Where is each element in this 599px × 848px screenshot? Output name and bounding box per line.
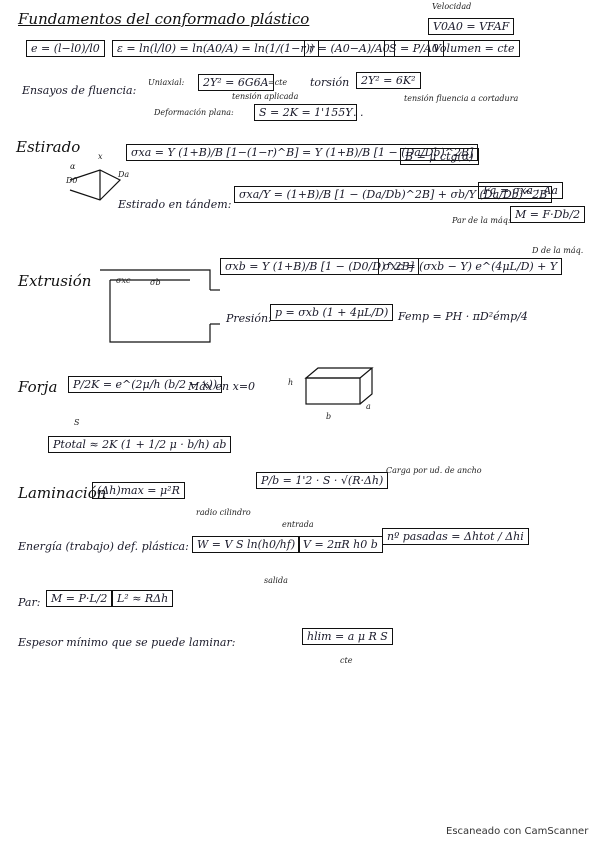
fem-formula: Femp = PH · πD²émp/4 — [398, 310, 528, 323]
torsion-label: torsión — [310, 76, 350, 89]
diagram-b0: D0 — [66, 176, 78, 185]
extrusion-b-formula: σxb = Y (1+B)/B [1 − (D0/D)^2B] — [220, 258, 419, 275]
page-title: Fundamentos del conformado plástico — [18, 10, 310, 28]
diagram-alpha: α — [70, 162, 76, 171]
cte-note: cte — [340, 656, 353, 665]
energia-label: Energía (trabajo) def. plástica: — [18, 540, 189, 553]
forja-total-formula: Ptotal ≈ 2K (1 + 1/2 μ · b/h) ab — [48, 436, 232, 453]
presion-formula: p = σxb (1 + 4μL/D) — [270, 304, 394, 321]
p-formula: P/b = 1'2 · S · √(R·Δh) — [256, 472, 389, 489]
reduction-formula: r = (A0−A)/A0 — [304, 40, 395, 57]
true-strain-formula: ε = ln(l/l0) = ln(A0/A) = ln(1/(1−r)) — [112, 40, 320, 57]
par-formula: M = P·L/2 — [46, 590, 113, 607]
deformacion-formula: S = 2K = 1'155Y — [254, 104, 358, 121]
diagram-sxb: σb — [150, 278, 161, 287]
tension-aplicada-note: tensión aplicada — [232, 92, 299, 101]
strain-formula: e = (l−l0)/l0 — [26, 40, 105, 57]
pasadas-formula: Δhtot / Δhi — [464, 530, 524, 543]
uniaxial-formula: 2Y² = 6G6A — [198, 74, 274, 91]
estirado-label: Estirado — [16, 138, 81, 156]
pasadas-box: nº pasadas = Δhtot / Δhi — [382, 528, 529, 545]
forja-max-note: Máx en x=0 — [188, 380, 256, 393]
extrusion-label: Extrusión — [18, 272, 92, 290]
volume-formula: Volumen = cte — [428, 40, 520, 57]
ellipsis: . . . — [346, 106, 364, 119]
uniaxial-label: Uniaxial: — [148, 78, 185, 87]
l-formula: L² ≈ RΔh — [112, 590, 174, 607]
energia-formula: W = V S ln(h0/hf) — [192, 536, 301, 553]
espesor-label: Espesor mínimo que se puede laminar: — [18, 636, 236, 649]
laminacion-label: Laminación — [18, 484, 107, 502]
stress-formula: S = P/A0 — [384, 40, 444, 57]
extrusion-diagram — [100, 269, 220, 343]
diagram-sxc: σxc — [116, 276, 131, 285]
forja-s-note: S — [74, 418, 80, 427]
flow-formula: V0A0 = VFAF — [428, 18, 515, 35]
diagram-da: Da — [118, 170, 130, 179]
dim-h: h — [288, 378, 294, 387]
estirado-diagram — [69, 169, 122, 201]
m-formula: M = F·Db/2 — [510, 206, 586, 223]
pasadas-label: nº pasadas = — [387, 530, 461, 543]
forja-label: Forja — [18, 378, 58, 396]
forja-formula: P/2K = e^(2μ/h (b/2 − x)) — [68, 376, 223, 393]
radio-note: radio cilindro — [196, 508, 251, 517]
fa-formula: Fa = σxa · Aa — [478, 182, 563, 199]
b-formula: B = μ ctg(α) — [400, 148, 479, 165]
diametro-note: D de la máq. — [532, 246, 584, 255]
deformacion-label: Deformación plana: — [154, 108, 234, 117]
par-label: Par: — [18, 596, 41, 609]
extrusion-c-formula: σxc = (σxb − Y) e^(4μL/D) + Y — [378, 258, 563, 275]
v-formula: V = 2πR h0 b — [298, 536, 383, 553]
dim-a: a — [366, 402, 371, 411]
forja-block-diagram — [304, 367, 374, 405]
uniaxial-cte: =cte — [268, 78, 288, 87]
dim-b: b — [326, 412, 332, 421]
par-maquina-label: Par de la máq: — [452, 216, 511, 225]
scanner-watermark: Escaneado con CamScanner — [446, 826, 589, 837]
diagram-x: x — [98, 152, 103, 161]
laminacion-formula: (Δh)max = μ²R — [92, 482, 185, 499]
espesor-formula: hlim = a μ R S — [302, 628, 393, 645]
presion-label: Presión: — [226, 312, 272, 325]
entrada-note: entrada — [282, 520, 314, 529]
tandem-label: Estirado en tándem: — [118, 198, 232, 211]
carga-note: Carga por ud. de ancho — [386, 466, 482, 475]
ensayos-label: Ensayos de fluencia: — [22, 84, 137, 97]
salida-note: salida — [264, 576, 288, 585]
velocity-note: Velocidad — [432, 2, 472, 11]
tension-fluencia-note: tensión fluencia a cortadura — [404, 94, 519, 103]
tandem-formula: σxa/Y = (1+B)/B [1 − (Da/Db)^2B] + σb/Y … — [234, 186, 553, 203]
torsion-formula: 2Y² = 6K² — [356, 72, 421, 89]
